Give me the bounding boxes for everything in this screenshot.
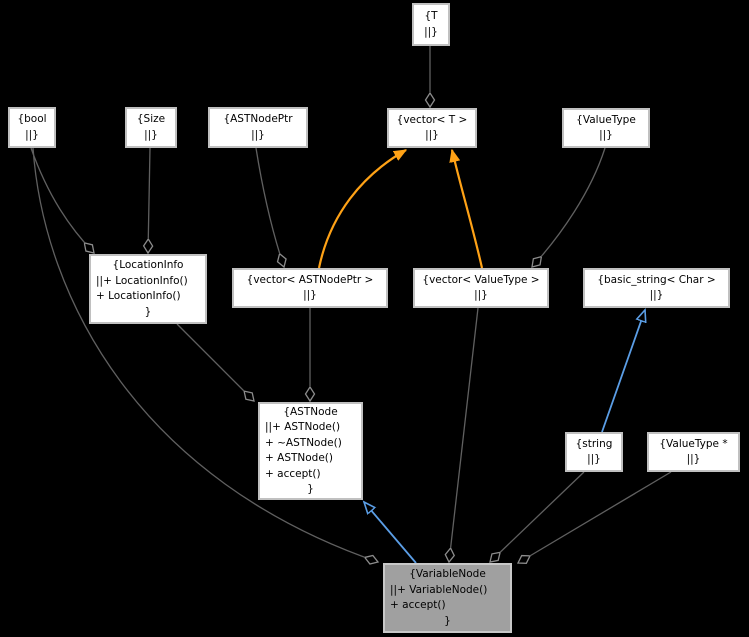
node-label-line: {string xyxy=(575,437,613,450)
node-label-line: + accept() xyxy=(265,467,321,480)
node-label-line: ||} xyxy=(587,453,601,465)
node-label-line: ||} xyxy=(425,129,439,141)
node-vector-valuetype[interactable]: {vector< ValueType > ||} xyxy=(413,268,549,308)
node-size[interactable]: {Size ||} xyxy=(125,107,177,148)
node-label-line: {T xyxy=(424,10,438,22)
edge-size-to-locationinfo xyxy=(148,147,150,253)
node-label-line: ||} xyxy=(649,289,664,301)
edge-valuetypeptr-to-variablenode xyxy=(518,471,672,563)
node-bool[interactable]: {bool ||} xyxy=(8,107,56,148)
node-label-line: ||} xyxy=(303,289,317,301)
node-label-line: {vector< ASTNodePtr > xyxy=(246,273,374,286)
node-label-line: ||+ LocationInfo() xyxy=(96,274,188,287)
node-astnodeptr[interactable]: {ASTNodePtr ||} xyxy=(208,107,308,148)
edge-valuetype-to-vectorvaluetype xyxy=(532,147,606,267)
node-label-line: ||} xyxy=(25,128,39,141)
node-label-line: + LocationInfo() xyxy=(96,290,181,302)
node-label-line: } xyxy=(444,614,451,627)
edge-vectorastnodeptr-template-vectorT xyxy=(317,149,406,269)
node-vector-astnodeptr[interactable]: {vector< ASTNodePtr > ||} xyxy=(232,268,388,308)
edge-variablenode-inherits-astnode xyxy=(364,502,417,564)
node-label-line: ||} xyxy=(474,289,488,301)
node-label-line: {LocationInfo xyxy=(112,259,184,271)
edge-vectorvaluetype-to-variablenode xyxy=(449,307,479,562)
node-label-line: {Size xyxy=(136,113,166,125)
node-label-line: + accept() xyxy=(390,599,446,611)
node-label-line: ||} xyxy=(599,129,613,141)
node-label-line: {ValueType * xyxy=(659,437,728,450)
node-label-line: + ASTNode() xyxy=(265,452,333,464)
node-label-line: ||} xyxy=(424,25,438,38)
node-label-line: } xyxy=(307,483,314,495)
edge-vectorvaluetype-template-vectorT xyxy=(452,150,484,269)
node-label-line: + ~ASTNode() xyxy=(265,436,342,449)
node-label-line: {vector< T > xyxy=(396,113,468,126)
node-locationinfo[interactable]: {LocationInfo ||+ LocationInfo() + Locat… xyxy=(89,254,207,324)
node-label-line: } xyxy=(144,305,152,318)
edge-bool-to-variablenode xyxy=(32,147,378,562)
node-label-line: {ASTNodePtr xyxy=(223,113,293,125)
node-label-line: {bool xyxy=(17,113,47,125)
node-variablenode-selected[interactable]: {VariableNode ||+ VariableNode() + accep… xyxy=(383,563,512,633)
node-label-line: ||+ VariableNode() xyxy=(390,583,488,596)
node-label-line: ||} xyxy=(144,128,158,141)
node-label-line: ||} xyxy=(251,128,265,141)
node-label-line: {VariableNode xyxy=(409,568,486,580)
edge-bool-to-locationinfo xyxy=(30,147,94,253)
node-label-line: {vector< ValueType > xyxy=(422,273,540,286)
node-string[interactable]: {string ||} xyxy=(565,432,623,472)
node-valuetype[interactable]: {ValueType ||} xyxy=(562,108,650,148)
edge-astnodeptr-to-vectorastnodeptr xyxy=(255,147,284,267)
node-T[interactable]: {T ||} xyxy=(412,3,450,46)
node-label-line: ||+ ASTNode() xyxy=(265,421,341,433)
node-label-line: {basic_string< Char > xyxy=(597,273,716,286)
node-label-line: {ValueType xyxy=(576,113,636,126)
node-valuetype-pointer[interactable]: {ValueType * ||} xyxy=(647,432,740,472)
node-vector-t[interactable]: {vector< T > ||} xyxy=(387,108,477,148)
node-basic-string-char[interactable]: {basic_string< Char > ||} xyxy=(583,268,730,308)
node-label-line: {ASTNode xyxy=(283,405,338,418)
node-astnode[interactable]: {ASTNode ||+ ASTNode() + ~ASTNode() + AS… xyxy=(258,402,363,500)
edge-string-to-variablenode xyxy=(490,471,585,562)
node-label-line: ||} xyxy=(686,453,701,465)
edge-locationinfo-to-astnode xyxy=(176,323,254,401)
edge-string-inherits-basicstring xyxy=(601,310,645,433)
